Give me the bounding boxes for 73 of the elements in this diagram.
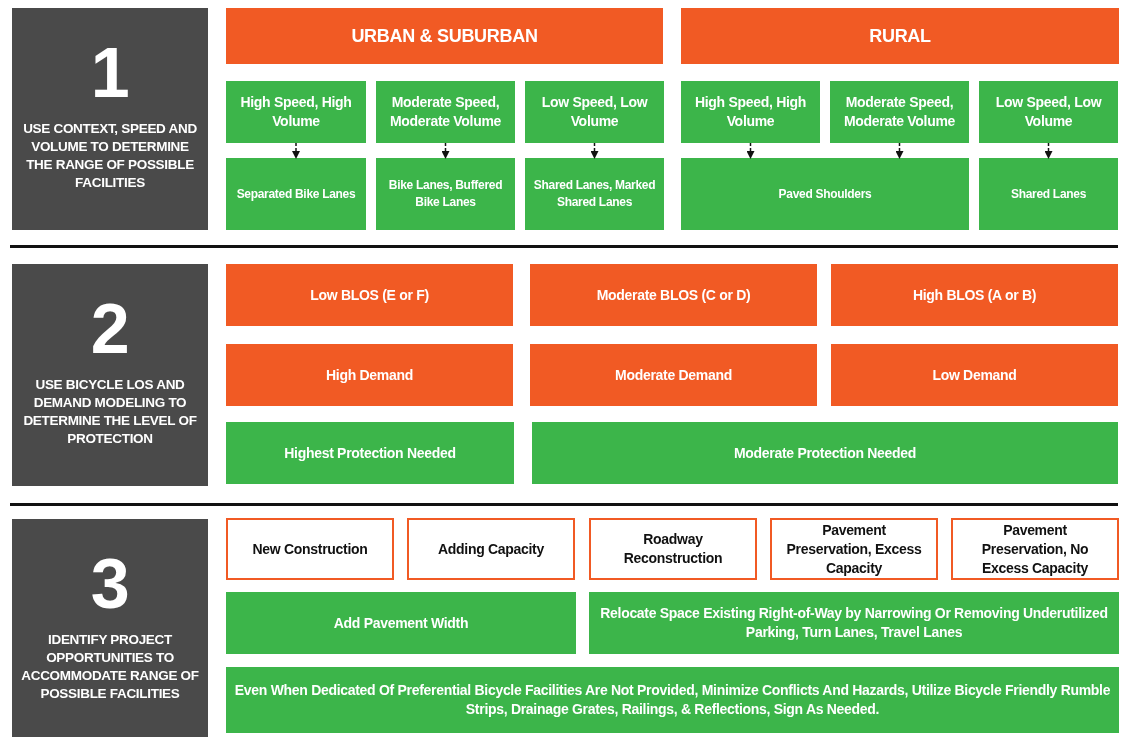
dashed-arrow (441, 142, 450, 159)
box-text: Even When Dedicated Of Preferential Bicycle Facilities Are Not Provided, Minimize Conflicts And Hazards, Utilize Bicycle Friendly Rumble Strips, Drainage Grates, Railings, & Reflections, Sign As Needed. (233, 681, 1112, 719)
box-text: Highest Protection Needed (284, 443, 456, 463)
box-text: RURAL (869, 24, 931, 48)
box-text: Low Demand (932, 365, 1017, 385)
box-text: Pavement Preservation, Excess Capacity (785, 520, 923, 578)
facility-box (681, 81, 820, 143)
box-text: URBAN & SUBURBAN (351, 24, 538, 48)
box-text: High BLOS (A or B) (912, 285, 1037, 305)
project-type-box (226, 518, 394, 580)
box-text: Adding Capacity (438, 539, 544, 559)
facility-box (681, 158, 969, 230)
facility-box (830, 81, 969, 143)
facility-box (532, 422, 1118, 484)
box-text: Moderate Speed, Moderate Volume (842, 93, 957, 131)
box-text: Low Speed, Low Volume (540, 93, 649, 131)
box-text: Shared Lanes (1010, 185, 1087, 203)
category-box (530, 264, 817, 326)
box-text: Moderate Protection Needed (734, 443, 916, 463)
box-text: Moderate Speed, Moderate Volume (388, 93, 503, 131)
facility-box (376, 81, 515, 143)
category-box (226, 264, 513, 326)
category-box (530, 344, 817, 406)
dashed-arrow (292, 142, 300, 159)
box-text: Add Pavement Width (333, 613, 469, 633)
facility-box (979, 158, 1118, 230)
facility-box (226, 592, 576, 654)
project-type-box (951, 518, 1119, 580)
project-type-box (407, 518, 575, 580)
step-number: 2 (90, 294, 130, 364)
box-text: High Demand (326, 365, 413, 385)
box-text: High Speed, High Volume (693, 93, 808, 131)
facility-box (226, 422, 514, 484)
step-panel (12, 264, 208, 486)
category-box (681, 8, 1119, 64)
box-text: Low Speed, Low Volume (994, 93, 1103, 131)
step-description: IDENTIFY PROJECT OPPORTUNITIES TO ACCOMMODATE RANGE OF POSSIBLE FACILITIES (20, 631, 200, 703)
step-description: USE CONTEXT, SPEED AND VOLUME TO DETERMINE THE RANGE OF POSSIBLE FACILITIES (22, 120, 198, 192)
facility-box (525, 81, 664, 143)
facility-box (376, 158, 515, 230)
dashed-arrow (895, 142, 904, 159)
facility-box (589, 592, 1119, 654)
box-text: Separated Bike Lanes (236, 185, 356, 203)
project-type-box (589, 518, 757, 580)
facility-box (226, 667, 1119, 733)
dashed-arrow (590, 142, 599, 159)
category-box (226, 8, 663, 64)
box-text: Pavement Preservation, No Excess Capacity (980, 520, 1090, 578)
facility-box (226, 81, 366, 143)
box-text: Paved Shoulders (778, 185, 872, 203)
category-box (831, 344, 1118, 406)
step-description: USE BICYCLE LOS AND DEMAND MODELING TO DETERMINE THE LEVEL OF PROTECTION (22, 376, 198, 448)
category-box (831, 264, 1118, 326)
project-type-box (770, 518, 938, 580)
box-text: Roadway Reconstruction (622, 530, 724, 568)
step-panel (12, 8, 208, 230)
step-number: 3 (90, 549, 130, 619)
box-text: High Speed, High Volume (239, 93, 353, 131)
box-text: Shared Lanes, Marked Shared Lanes (532, 177, 657, 211)
facility-box (525, 158, 664, 230)
step-number: 1 (90, 38, 130, 108)
box-text: Moderate Demand (615, 365, 732, 385)
box-text: Low BLOS (E or F) (310, 285, 429, 305)
dashed-arrow (746, 142, 755, 159)
facility-box (979, 81, 1118, 143)
box-text: Moderate BLOS (C or D) (596, 285, 751, 305)
category-box (226, 344, 513, 406)
box-text: New Construction (252, 539, 368, 559)
facility-box (226, 158, 366, 230)
dashed-arrow (1044, 142, 1053, 159)
box-text: Bike Lanes, Buffered Bike Lanes (387, 177, 504, 211)
box-text: Relocate Space Existing Right-of-Way by Narrowing Or Removing Underutilized Parking, Turn Lanes, Travel Lanes (599, 604, 1109, 642)
step-panel (12, 519, 208, 737)
